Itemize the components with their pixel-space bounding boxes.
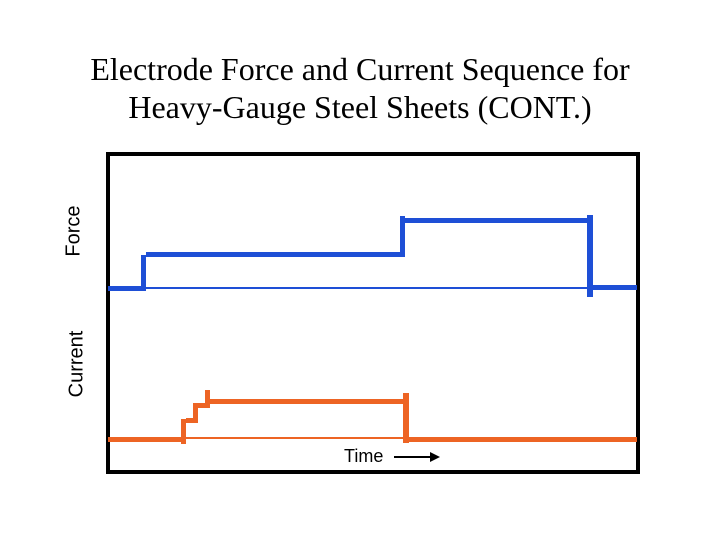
current-trace-segment bbox=[186, 437, 405, 439]
force-trace-segment bbox=[405, 218, 593, 223]
force-trace-segment bbox=[141, 255, 146, 291]
current-trace-segment bbox=[210, 399, 406, 404]
current-trace-segment bbox=[409, 437, 637, 442]
slide-title: Electrode Force and Current Sequence for… bbox=[0, 50, 720, 126]
current-trace-segment bbox=[181, 419, 186, 444]
time-axis-label: Time bbox=[344, 446, 384, 466]
slide-title-line-1: Electrode Force and Current Sequence for bbox=[90, 51, 630, 87]
force-trace-segment bbox=[108, 286, 142, 291]
current-trace-segment bbox=[193, 403, 198, 423]
arrow-head bbox=[430, 452, 440, 462]
right-arrow-icon bbox=[394, 452, 442, 462]
arrow-shaft bbox=[394, 456, 432, 458]
current-trace-segment bbox=[186, 418, 198, 423]
current-trace-segment bbox=[198, 403, 210, 408]
force-trace-segment bbox=[141, 287, 637, 289]
current-trace-segment bbox=[205, 390, 210, 408]
slide-title-line-2: Heavy-Gauge Steel Sheets (CONT.) bbox=[128, 89, 592, 125]
force-trace-segment bbox=[146, 252, 404, 257]
force-trace-segment bbox=[587, 215, 593, 297]
force-trace-segment bbox=[400, 216, 405, 257]
current-trace-segment bbox=[403, 393, 409, 443]
current-trace-segment bbox=[108, 437, 186, 442]
